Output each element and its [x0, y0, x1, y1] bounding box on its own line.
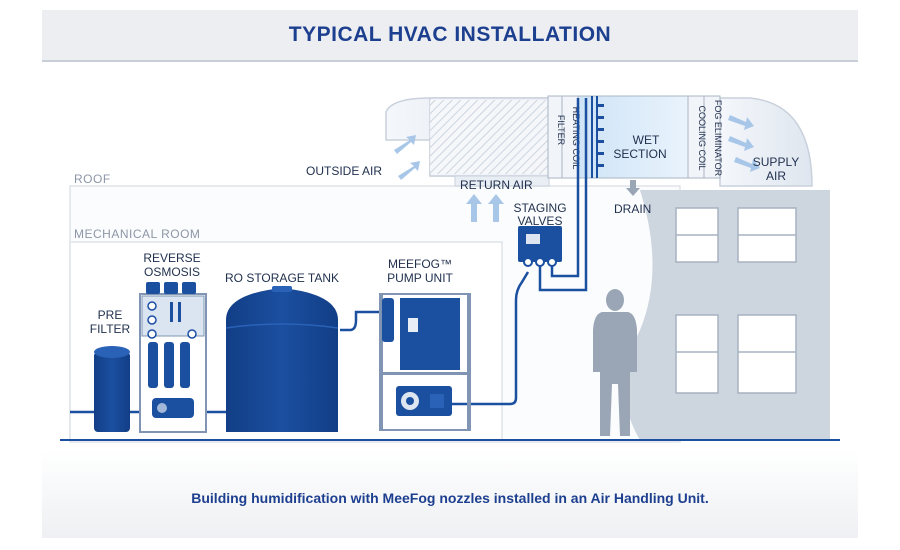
- outside-air-arrows: [394, 135, 420, 180]
- pre-filter-label-2: FILTER: [90, 322, 131, 336]
- roof-label: ROOF: [74, 172, 111, 186]
- pump-unit-label-2: PUMP UNIT: [387, 271, 453, 285]
- reverse-osmosis-label-2: OSMOSIS: [144, 265, 200, 279]
- title-banner: TYPICAL HVAC INSTALLATION: [42, 10, 858, 62]
- pre-filter-label-1: PRE: [98, 308, 123, 322]
- page-title: TYPICAL HVAC INSTALLATION: [288, 23, 612, 46]
- filter-label: FILTER: [556, 115, 566, 146]
- supply-air-label-1: SUPPLY: [753, 155, 799, 169]
- ro-storage-tank: [225, 286, 339, 432]
- reverse-osmosis-unit: [139, 282, 207, 433]
- cooling-coil-label: COOLING COIL: [697, 105, 707, 170]
- caption-panel: Building humidification with MeeFog nozz…: [42, 450, 858, 538]
- staging-valves-box: [518, 226, 562, 267]
- person-silhouette: [593, 289, 637, 436]
- wet-section-label-1: WET: [633, 133, 660, 147]
- building-windows: [675, 207, 797, 394]
- staging-valves-label-1: STAGING: [513, 201, 566, 215]
- supply-air-arrows: [728, 115, 760, 172]
- reverse-osmosis-label-1: REVERSE: [143, 251, 200, 265]
- mechanical-room-label: MECHANICAL ROOM: [74, 227, 200, 241]
- diagram-caption: Building humidification with MeeFog nozz…: [191, 490, 709, 506]
- outside-air-label: OUTSIDE AIR: [306, 164, 382, 178]
- pre-filter-unit: [94, 346, 130, 432]
- heating-coil-label: HEATING COIL: [571, 107, 581, 170]
- drain-arrow: [626, 180, 640, 196]
- return-air-arrows: [466, 194, 504, 222]
- wet-section-label-2: SECTION: [613, 147, 666, 161]
- staging-valves-label-2: VALVES: [518, 214, 563, 228]
- ro-storage-tank-label: RO STORAGE TANK: [225, 271, 339, 285]
- drain-label: DRAIN: [614, 202, 651, 216]
- return-air-label: RETURN AIR: [460, 178, 533, 192]
- meefog-pump-unit: [379, 293, 471, 431]
- pump-unit-label-1: MEEFOG™: [388, 257, 452, 271]
- fog-eliminator-label: FOG ELIMINATOR: [713, 100, 723, 177]
- building: [625, 190, 830, 440]
- supply-air-label-2: AIR: [766, 169, 786, 183]
